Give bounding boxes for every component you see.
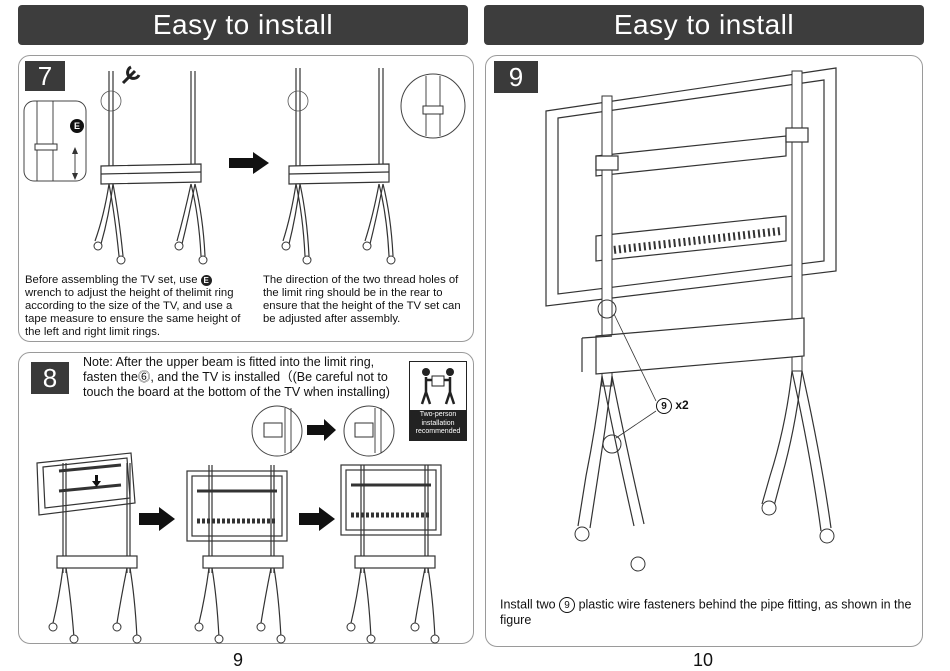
wrench-icon (121, 65, 141, 85)
step8-note: Note: After the upper beam is fitted int… (83, 355, 409, 400)
badge-line-1: Two-person (419, 411, 457, 418)
stand-illustration-2 (281, 68, 466, 265)
step8-badge: 8 (31, 362, 69, 394)
callout-qty: x2 (675, 398, 689, 413)
step7-text-right: The direction of the two thread holes of… (263, 274, 473, 326)
two-person-badge: Two-person installation recommended (409, 361, 467, 441)
step7-panel: 7 E (18, 55, 474, 342)
step7-text-left-post: wrench to adjust the height of thelimit … (25, 287, 241, 338)
page-title-right: Easy to install (613, 9, 795, 40)
badge-line-3: recommended (415, 428, 461, 435)
step7-text-left-pre: Before assembling the TV set, use (25, 274, 198, 286)
inline-9-icon: 9 (559, 597, 576, 613)
page-number-left: 9 (233, 650, 244, 670)
marker-e-icon: E (70, 119, 84, 133)
step9-text: Install two 9 plastic wire fasteners beh… (500, 597, 920, 628)
page-number-right: 10 (693, 650, 714, 670)
step8-panel: 8 Note: After the upper beam is fitted i… (18, 352, 474, 644)
two-person-label: Two-person installation recommended (410, 410, 466, 440)
step7-text-left: Before assembling the TV set, use E wren… (25, 274, 250, 339)
step9-panel: 9 (485, 55, 923, 647)
step9-illustration (545, 67, 837, 572)
step9-badge: 9 (494, 61, 538, 93)
step7-text-right-body: The direction of the two thread holes of… (263, 274, 461, 325)
step8-number: 8 (42, 362, 58, 393)
badge-line-2: installation (421, 419, 455, 427)
step9-text-pre: Install two (500, 597, 556, 612)
step8-note-text: Note: After the upper beam is fitted int… (83, 355, 390, 399)
step9-number: 9 (508, 61, 524, 92)
callout-number: 9 (656, 398, 672, 414)
step9-text-post: plastic wire fasteners behind the pipe f… (500, 597, 912, 627)
step7-badge: 7 (25, 61, 65, 91)
arrow-right-icon (229, 152, 269, 174)
step7-number: 7 (37, 60, 53, 91)
inline-e-icon: E (200, 274, 212, 286)
marker-e-label: E (73, 121, 80, 131)
two-person-icon (420, 368, 456, 405)
inline-9-label: 9 (564, 599, 570, 611)
inline-e-label: E (203, 275, 209, 285)
step8-illustrations (36, 405, 442, 644)
header-banner-left: Easy to install (18, 5, 468, 45)
stand-illustration-1 (93, 71, 208, 265)
step9-callout: 9 x2 (656, 398, 689, 414)
header-banner-right: Easy to install (484, 5, 924, 45)
page-title-left: Easy to install (152, 9, 334, 40)
